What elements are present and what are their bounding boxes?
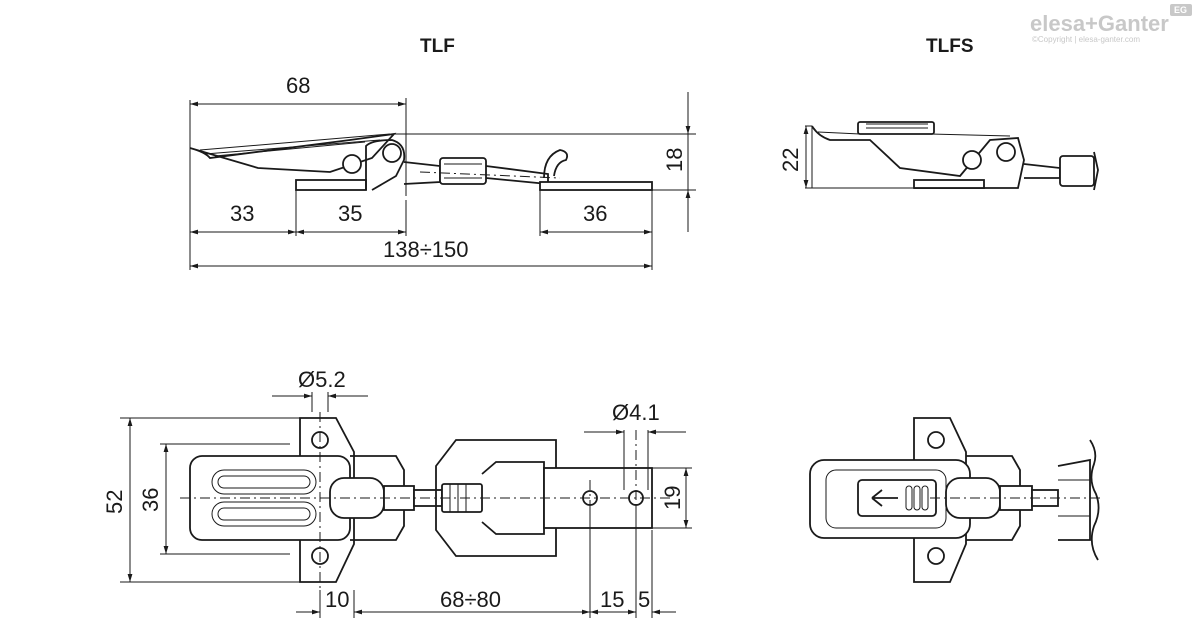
dim-22: 22 — [778, 148, 803, 172]
dim-36-top: 36 — [583, 201, 607, 226]
dim-52: 52 — [102, 490, 127, 514]
logo-badge: EG — [1174, 5, 1187, 15]
brand-logo: elesa+Ganter EG ©Copyright | elesa-gante… — [1030, 4, 1192, 44]
title-tlfs: TLFS — [926, 36, 974, 57]
dim-36-side: 36 — [138, 488, 163, 512]
tlfs-side-view — [805, 121, 1099, 191]
dim-19: 19 — [660, 486, 685, 510]
dim-35: 35 — [338, 201, 362, 226]
tlf-side-view — [189, 98, 696, 270]
title-tlf: TLF — [420, 36, 455, 57]
logo-copyright: ©Copyright | elesa-ganter.com — [1032, 35, 1140, 44]
tlf-top-dimension-lines — [127, 393, 689, 615]
dim-5: 5 — [638, 587, 650, 612]
dim-68-80: 68÷80 — [440, 587, 501, 612]
dim-33: 33 — [230, 201, 254, 226]
dim-18: 18 — [662, 148, 687, 172]
dim-68: 68 — [286, 73, 310, 98]
tlf-top-view — [120, 392, 692, 618]
dim-diameter-4-1: Ø4.1 — [612, 400, 660, 425]
dim-15: 15 — [600, 587, 624, 612]
dim-138-150: 138÷150 — [383, 237, 469, 262]
dim-diameter-5-2: Ø5.2 — [298, 367, 346, 392]
tlf-dimension-lines — [190, 92, 691, 269]
dim-10: 10 — [325, 587, 349, 612]
tlfs-top-view — [809, 417, 1100, 583]
logo-text: elesa+Ganter — [1030, 11, 1169, 36]
